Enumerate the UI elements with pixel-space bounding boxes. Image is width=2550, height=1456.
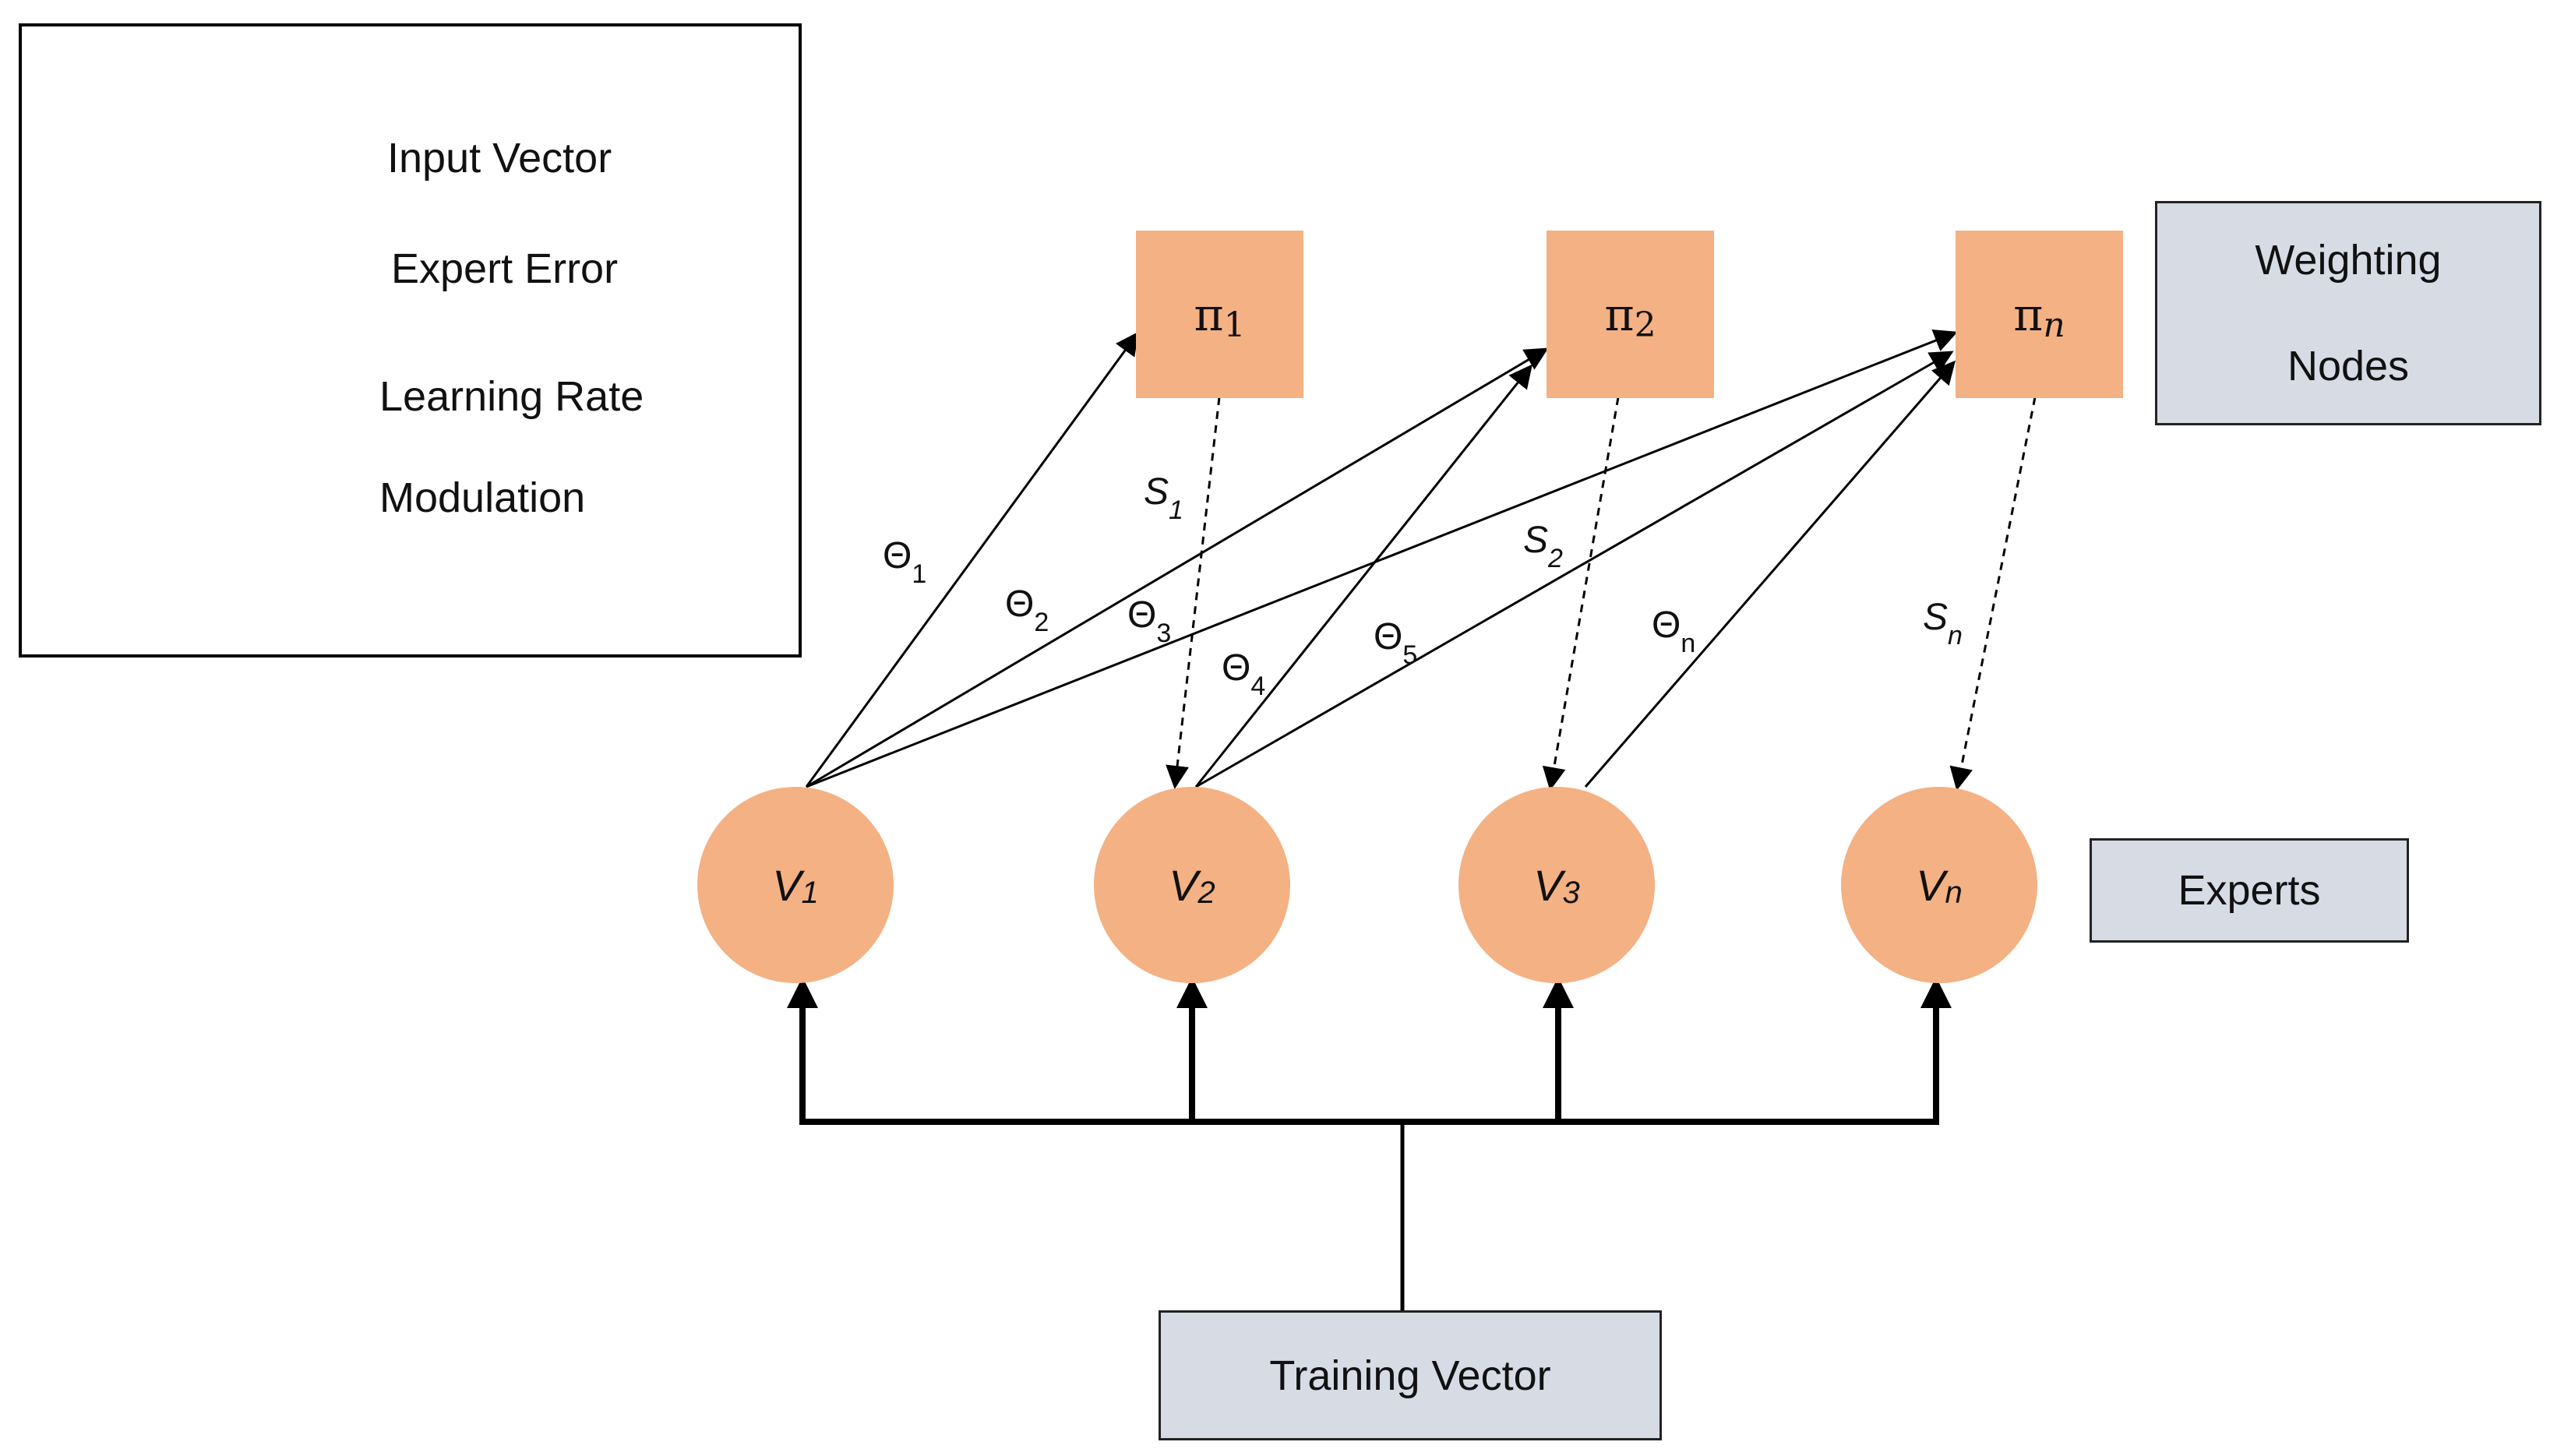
learning-rate-arrows — [1166, 397, 2037, 791]
arrow-s-2 — [1542, 397, 1620, 791]
training-vector-box: Training Vector — [1159, 1310, 1662, 1440]
weighting-node-n-symbol: π — [2013, 287, 2044, 341]
expert-node-n-symbol: V — [1916, 860, 1945, 910]
theta-label-n: Θn — [1652, 605, 1696, 658]
s-label-1: S1 — [1144, 471, 1183, 525]
weighting-node-n-sub: n — [2043, 305, 2065, 345]
arrow-theta-1 — [805, 331, 1139, 788]
theta-label-4: Θ4 — [1222, 647, 1266, 701]
legend-label-modulation: Modulation — [379, 474, 586, 521]
weighting-node-2-sub: 2 — [1634, 305, 1656, 345]
experts-label: Experts — [2090, 838, 2409, 943]
arrow-theta-2 — [806, 347, 1549, 788]
weighting-nodes-label-line1: Weighting — [2255, 237, 2442, 284]
arrow-theta-n — [1584, 360, 1956, 788]
arrow-theta-3 — [806, 329, 1958, 788]
legend-label-expert-error: Expert Error — [391, 245, 619, 292]
arrow-theta-5 — [1195, 351, 1954, 788]
weighting-node-1-symbol: π — [1194, 287, 1224, 341]
expert-node-3-sub: 3 — [1562, 875, 1580, 910]
s-label-2: S2 — [1523, 520, 1563, 573]
expert-node-2-symbol: V — [1169, 860, 1198, 910]
arrow-theta-4 — [1194, 364, 1532, 788]
expert-node-1-sub: 1 — [801, 875, 819, 910]
theta-label-3: Θ3 — [1127, 594, 1172, 648]
expert-node-n-sub: n — [1945, 875, 1963, 910]
weighting-nodes-label: Weighting Nodes — [2155, 201, 2541, 425]
theta-label-2: Θ2 — [1005, 583, 1049, 637]
input-vector-arrows — [805, 329, 1958, 788]
weighting-node-1-sub: 1 — [1223, 305, 1246, 345]
legend-label-input-vector: Input Vector — [387, 135, 612, 182]
expert-node-2-sub: 2 — [1197, 875, 1215, 910]
legend-label-learning-rate: Learning Rate — [379, 373, 644, 420]
expert-node-3-symbol: V — [1533, 860, 1563, 910]
arrow-s-n — [1949, 397, 2037, 791]
expert-node-1-symbol: V — [772, 860, 802, 910]
arrow-s-1 — [1166, 397, 1221, 789]
weighting-node-2-symbol: π — [1604, 287, 1635, 341]
legend — [19, 23, 802, 657]
s-label-n: Sn — [1923, 597, 1963, 650]
theta-label-5: Θ5 — [1374, 616, 1418, 670]
weighting-nodes-label-line2: Nodes — [2287, 343, 2410, 390]
theta-label-1: Θ1 — [883, 535, 927, 589]
expert-error-tree — [787, 977, 1952, 1310]
